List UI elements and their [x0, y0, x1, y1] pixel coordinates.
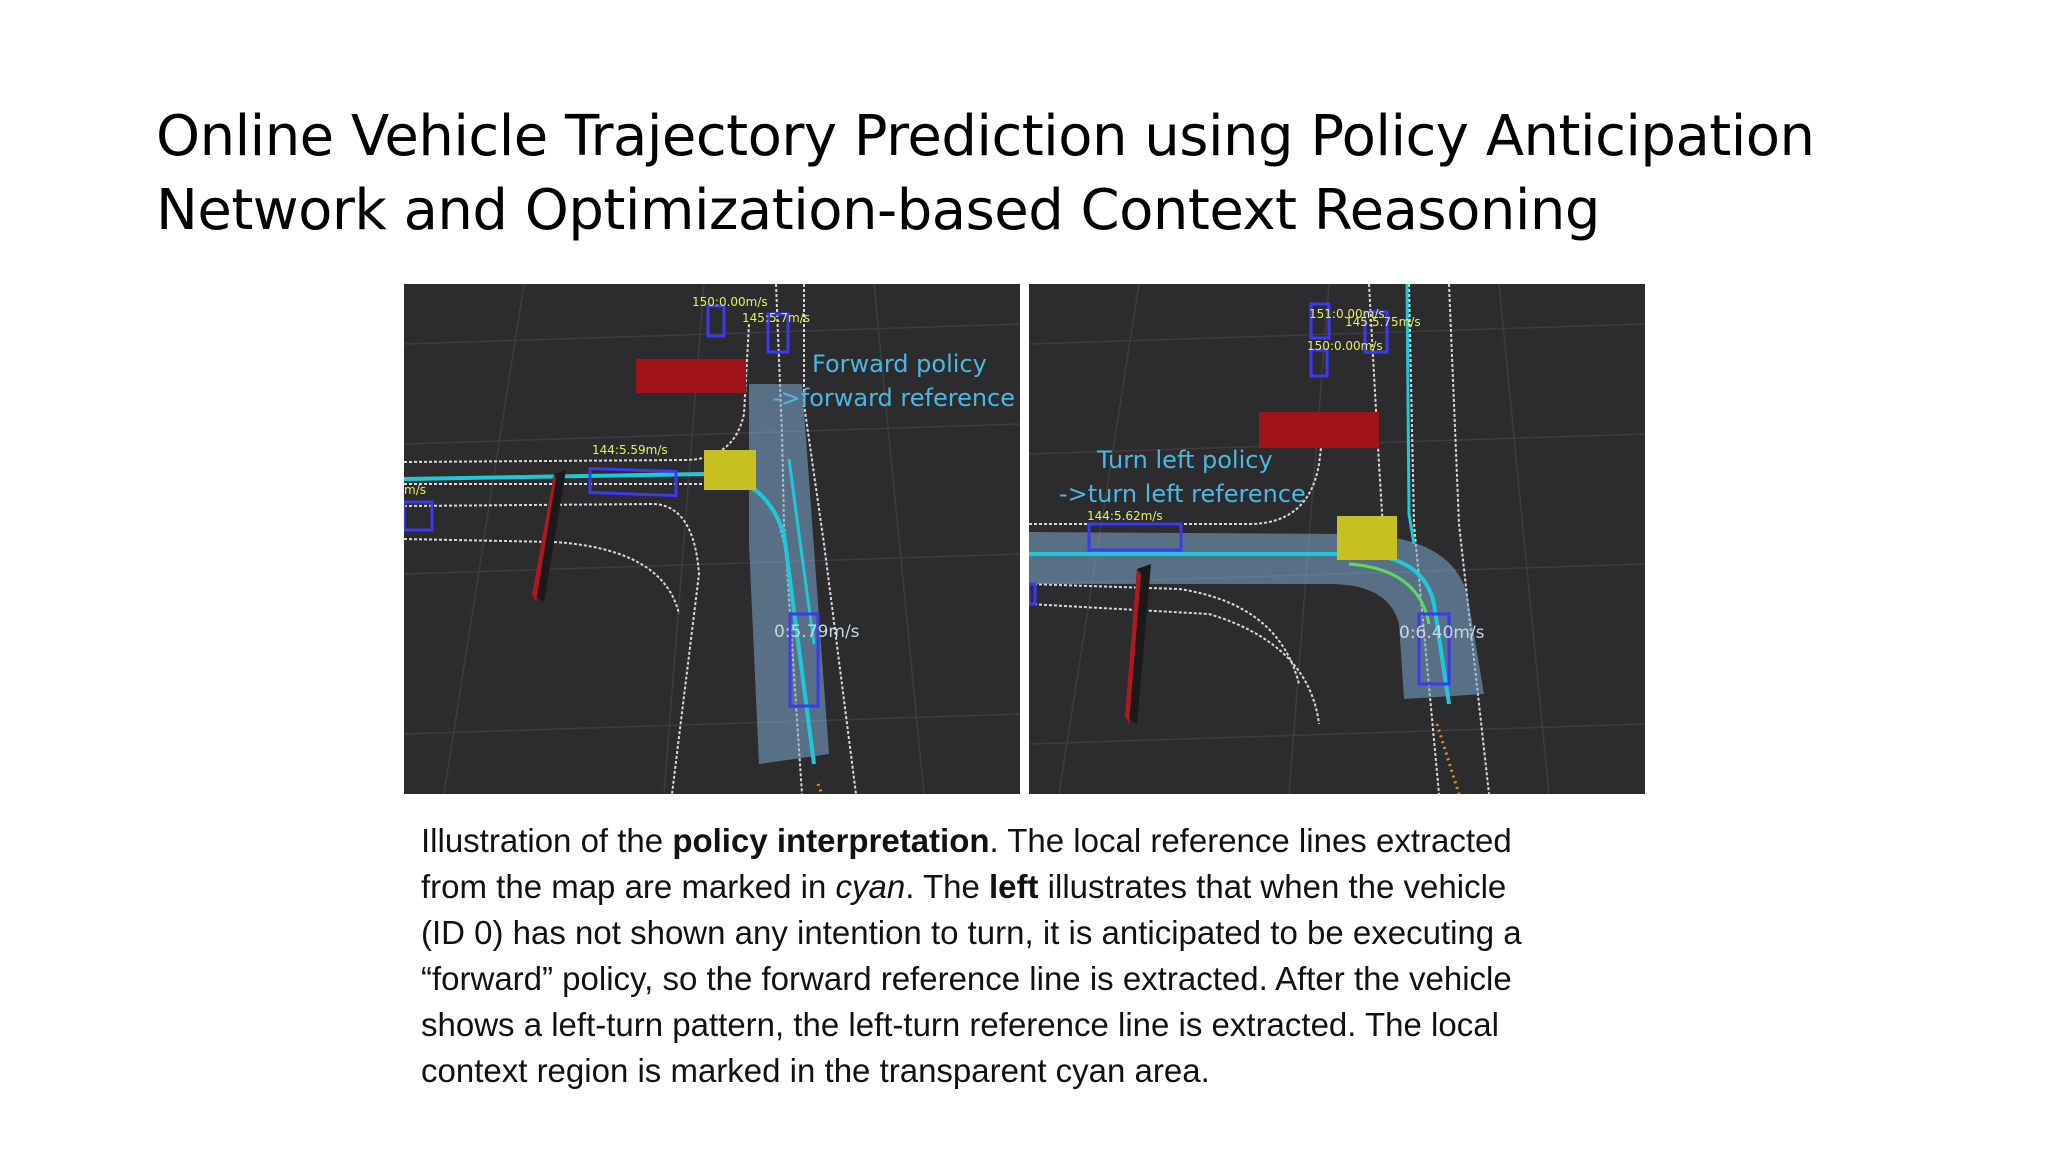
ground-grid: [404, 284, 1020, 794]
policy-label-line-1: Forward policy: [812, 350, 987, 378]
figure-caption: Illustration of the policy interpretatio…: [421, 818, 1661, 1094]
caption-text: . The local reference lines extracted: [989, 822, 1512, 859]
vehicle-tag-edge: m/s: [404, 483, 426, 497]
turn-left-policy-scene: 151:0.00m/s 145:5.75m/s 150:0.00m/s 144:…: [1029, 284, 1645, 794]
caption-line-2: from the map are marked in cyan. The lef…: [421, 864, 1661, 910]
caption-line-5: shows a left-turn pattern, the left-turn…: [421, 1006, 1499, 1043]
vehicle-tag-145: 145:5.7m/s: [742, 311, 810, 325]
vehicle-tag-150: 150:0.00m/s: [692, 295, 768, 309]
illustration-figure: 150:0.00m/s 145:5.7m/s 144:5.59m/s m/s 0…: [404, 284, 1645, 794]
policy-label-line-2: ->turn left reference: [1059, 480, 1306, 508]
caption-line-3: (ID 0) has not shown any intention to tu…: [421, 914, 1522, 951]
policy-label-line-2: ->forward reference: [772, 384, 1015, 412]
caption-bold-policy-interpretation: policy interpretation: [672, 822, 990, 859]
caption-text: from the map are marked in: [421, 868, 836, 905]
policy-label-line-1: Turn left policy: [1096, 446, 1273, 474]
caption-line-4: “forward” policy, so the forward referen…: [421, 960, 1512, 997]
obstacle-block: [636, 359, 746, 393]
forward-policy-panel: 150:0.00m/s 145:5.7m/s 144:5.59m/s m/s 0…: [404, 284, 1020, 794]
forward-policy-scene: 150:0.00m/s 145:5.7m/s 144:5.59m/s m/s 0…: [404, 284, 1020, 794]
wall-obstacle: [532, 474, 556, 602]
caption-text: Illustration of the: [421, 822, 673, 859]
forward-reference-line: [787, 458, 816, 645]
vehicle-tag-150: 150:0.00m/s: [1307, 339, 1383, 353]
ego-vehicle: [704, 450, 756, 490]
slide-title-line-1: Online Vehicle Trajectory Prediction usi…: [156, 104, 1815, 169]
ego-speed-label: 0:5.79m/s: [774, 622, 860, 642]
turn-left-policy-panel: 151:0.00m/s 145:5.75m/s 150:0.00m/s 144:…: [1029, 284, 1645, 794]
vehicle-tag-151: 151:0.00m/s: [1309, 307, 1385, 321]
caption-line-1: Illustration of the policy interpretatio…: [421, 818, 1661, 864]
slide-title: Online Vehicle Trajectory Prediction usi…: [156, 100, 1956, 248]
caption-text: . The: [905, 868, 989, 905]
vehicle-tag-144: 144:5.59m/s: [592, 443, 668, 457]
vehicle-tag-145: 145:5.75m/s: [1345, 315, 1421, 329]
ego-speed-label: 0:6.40m/s: [1399, 623, 1485, 643]
vehicle-boxes: [404, 304, 820, 708]
road-boundaries: [1029, 284, 1490, 794]
trajectory-dots: [816, 783, 824, 794]
ego-vehicle: [1337, 516, 1397, 560]
wall-obstacle: [1125, 569, 1141, 724]
caption-line-6: context region is marked in the transpar…: [421, 1052, 1210, 1089]
slide-title-line-2: Network and Optimization-based Context R…: [156, 178, 1600, 243]
caption-bold-left: left: [989, 868, 1039, 905]
caption-text: illustrates that when the vehicle: [1038, 868, 1507, 905]
trajectory-dots: [1435, 723, 1461, 794]
vehicle-tag-144: 144:5.62m/s: [1087, 509, 1163, 523]
forward-reference-line: [1405, 284, 1416, 545]
caption-italic-cyan: cyan: [835, 868, 906, 905]
obstacle-block: [1259, 412, 1379, 448]
vehicle-boxes: [1029, 302, 1451, 686]
